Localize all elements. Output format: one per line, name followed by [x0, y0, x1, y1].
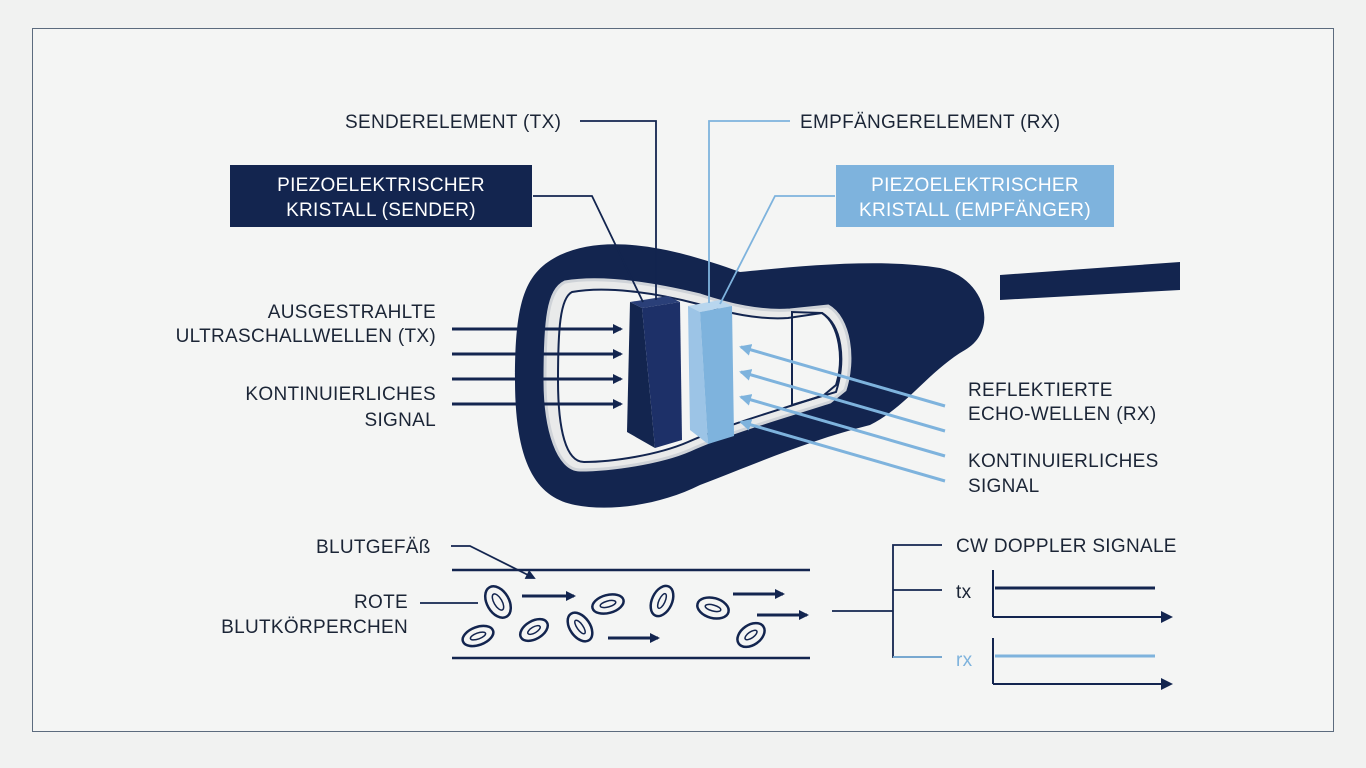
vessel-leader — [451, 545, 536, 579]
emitted-waves-line1: AUSGESTRAHLTE — [268, 302, 436, 323]
blood-vessel — [452, 568, 810, 660]
red-blood-cell — [483, 585, 513, 619]
reflected-arrow — [739, 344, 946, 408]
crystal-sender-line1: PIEZOELEKTRISCHER — [277, 175, 485, 196]
emitted-waves-line2: ULTRASCHALLWELLEN (TX) — [176, 326, 436, 347]
emitted-arrows — [452, 324, 623, 409]
crystal-receiver-line2: KRISTALL (EMPFÄNGER) — [859, 200, 1091, 221]
rx-crystal — [688, 300, 734, 444]
rbc-label-line1: ROTE — [354, 592, 408, 613]
signal-connector — [832, 544, 942, 658]
crystal-sender-box — [230, 165, 532, 227]
flow-arrows — [522, 589, 809, 643]
reflected-arrow — [739, 369, 946, 433]
continuous-signal-right-line2: SIGNAL — [968, 476, 1040, 497]
signals-title: CW DOPPLER SIGNALE — [956, 536, 1177, 557]
red-blood-cell — [696, 596, 730, 620]
red-blood-cell — [519, 617, 549, 643]
reflected-arrow — [739, 419, 946, 483]
crystal-receiver-line1: PIEZOELEKTRISCHER — [871, 175, 1079, 196]
continuous-signal-left-line2: SIGNAL — [365, 410, 437, 431]
rx-element-leader — [708, 120, 790, 303]
reflected-arrows — [739, 344, 946, 483]
red-blood-cell — [566, 611, 594, 643]
probe-cable — [1000, 262, 1180, 300]
red-blood-cell — [736, 621, 766, 649]
crystal-receiver-box — [836, 165, 1114, 227]
red-blood-cell — [591, 593, 625, 615]
reflected-echo-line2: ECHO-WELLEN (RX) — [968, 404, 1156, 425]
continuous-signal-left-line1: KONTINUIERLICHES — [245, 384, 436, 405]
reflected-arrow — [739, 394, 946, 458]
crystal-sender-line2: KRISTALL (SENDER) — [286, 200, 476, 221]
red-blood-cell — [461, 624, 495, 648]
tx-element-label: SENDERELEMENT (TX) — [345, 112, 561, 133]
tx-crystal — [627, 296, 682, 448]
crystal-receiver-leader — [719, 195, 835, 305]
rx-element-label: EMPFÄNGERELEMENT (RX) — [800, 112, 1060, 133]
rbc-label-line2: BLUTKÖRPERCHEN — [221, 617, 408, 638]
vessel-label: BLUTGEFÄß — [316, 537, 431, 558]
tx-signal-label: tx — [956, 582, 972, 603]
continuous-signal-right-line1: KONTINUIERLICHES — [968, 451, 1159, 472]
red-blood-cell — [649, 584, 675, 618]
crystal-sender-leader — [533, 195, 644, 303]
red-blood-cells — [461, 584, 766, 649]
tx-element-leader — [580, 120, 657, 300]
reflected-echo-line1: REFLEKTIERTE — [968, 380, 1113, 401]
rx-signal-label: rx — [956, 650, 973, 671]
